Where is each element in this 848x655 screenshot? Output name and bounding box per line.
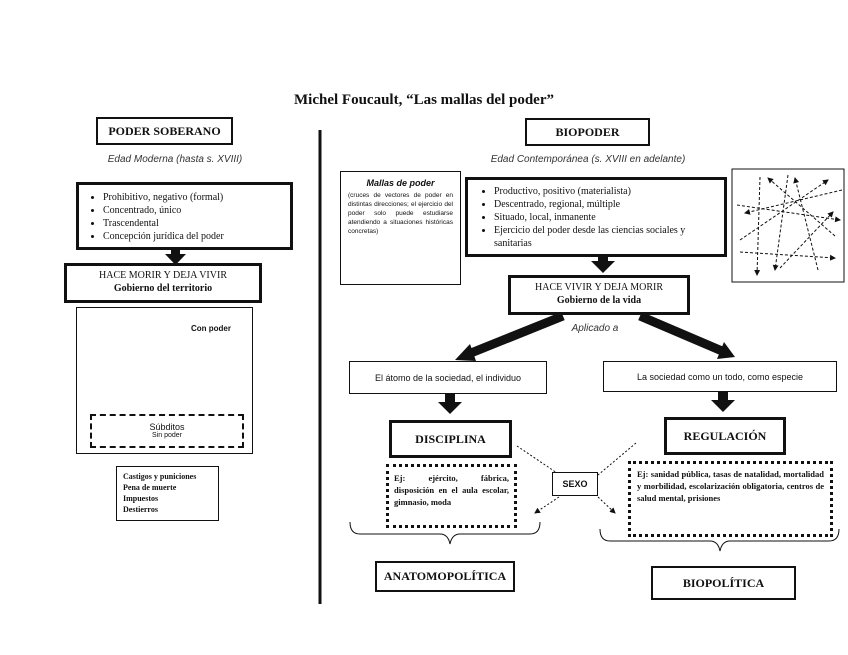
arrow-to-individuo — [464, 311, 565, 360]
biopoder-header: BIOPODER — [525, 118, 650, 146]
arrow-to-disciplina — [438, 394, 462, 414]
anatomopolitica-box: ANATOMOPOLÍTICA — [375, 561, 515, 592]
sanction-item: Castigos y puniciones — [123, 472, 197, 481]
mallas-text: (cruces de vectores de poder en distinta… — [348, 192, 453, 235]
subditos-box: Súbditos Sin poder — [90, 414, 244, 448]
hace-vivir-box: HACE VIVIR Y DEJA MORIR Gobierno de la v… — [508, 275, 690, 315]
mallas-box: Mallas de poder (cruces de vectores de p… — [340, 171, 461, 285]
arrow-to-especie — [638, 311, 724, 356]
poder-soberano-period: Edad Moderna (hasta s. XVIII) — [107, 154, 243, 165]
feature-item: Trascendental — [103, 217, 286, 230]
feature-item: Ejercicio del poder desde las ciencias s… — [494, 224, 718, 250]
feature-item: Concepción jurídica del poder — [103, 230, 286, 243]
mallas-picture-frame — [731, 168, 845, 283]
regulacion-examples: Ej: sanidad pública, tasas de natalidad,… — [628, 461, 833, 537]
sovereign-illustration — [76, 307, 253, 454]
sexo-link-4 — [597, 496, 616, 514]
individuo-box: El átomo de la sociedad, el individuo — [349, 361, 547, 394]
sexo-link-2 — [597, 442, 637, 476]
mallas-vectors — [736, 174, 843, 276]
especie-box: La sociedad como un todo, como especie — [603, 361, 837, 392]
arrowhead-individuo — [455, 344, 476, 361]
poder-soberano-header: PODER SOBERANO — [96, 117, 233, 145]
feature-item: Situado, local, inmanente — [494, 211, 718, 224]
biopolitica-box: BIOPOLÍTICA — [651, 566, 796, 600]
sexo-link-1 — [516, 445, 561, 476]
left-down-arrow — [165, 248, 186, 265]
brace-right — [599, 528, 840, 552]
regulacion-box: REGULACIÓN — [664, 417, 786, 455]
aplicado-a-label: Aplicado a — [571, 323, 619, 334]
feature-item: Descentrado, regional, múltiple — [494, 198, 718, 211]
sexo-box: SEXO — [552, 472, 598, 496]
sexo-link-3 — [534, 496, 560, 514]
con-poder-label: Con poder — [191, 324, 231, 333]
arrowhead-especie — [717, 342, 735, 359]
hace-morir-box: HACE MORIR Y DEJA VIVIR Gobierno del ter… — [64, 263, 262, 303]
biopoder-features: Productivo, positivo (materialista) Desc… — [465, 177, 727, 257]
gobierno-territorio-text: Gobierno del territorio — [113, 283, 213, 294]
sin-poder-label: Sin poder — [152, 432, 182, 439]
feature-item: Productivo, positivo (materialista) — [494, 185, 718, 198]
sanction-item: Pena de muerte — [123, 483, 177, 492]
disciplina-box: DISCIPLINA — [389, 420, 512, 458]
mallas-title: Mallas de poder — [366, 178, 435, 188]
hace-morir-text: HACE MORIR Y DEJA VIVIR — [99, 270, 227, 281]
sanctions-box: Castigos y puniciones Pena de muerte Imp… — [116, 466, 219, 521]
subditos-label: Súbditos — [149, 422, 185, 432]
hace-vivir-text: HACE VIVIR Y DEJA MORIR — [535, 282, 663, 293]
feature-item: Prohibitivo, negativo (formal) — [103, 191, 286, 204]
biopoder-period: Edad Contemporánea (s. XVIII en adelante… — [490, 154, 686, 165]
sanction-item: Impuestos — [123, 494, 159, 503]
arrow-to-regulacion — [711, 392, 735, 412]
gobierno-vida-text: Gobierno de la vida — [556, 295, 642, 306]
brace-left — [349, 521, 541, 545]
disciplina-examples: Ej: ejército, fábrica, disposición en el… — [386, 464, 517, 528]
feature-item: Concentrado, único — [103, 204, 286, 217]
poder-soberano-features: Prohibitivo, negativo (formal) Concentra… — [76, 182, 293, 250]
right-down-arrow — [591, 253, 615, 273]
diagram-title: Michel Foucault, “Las mallas del poder” — [294, 92, 554, 108]
sanction-item: Destierros — [123, 505, 158, 514]
